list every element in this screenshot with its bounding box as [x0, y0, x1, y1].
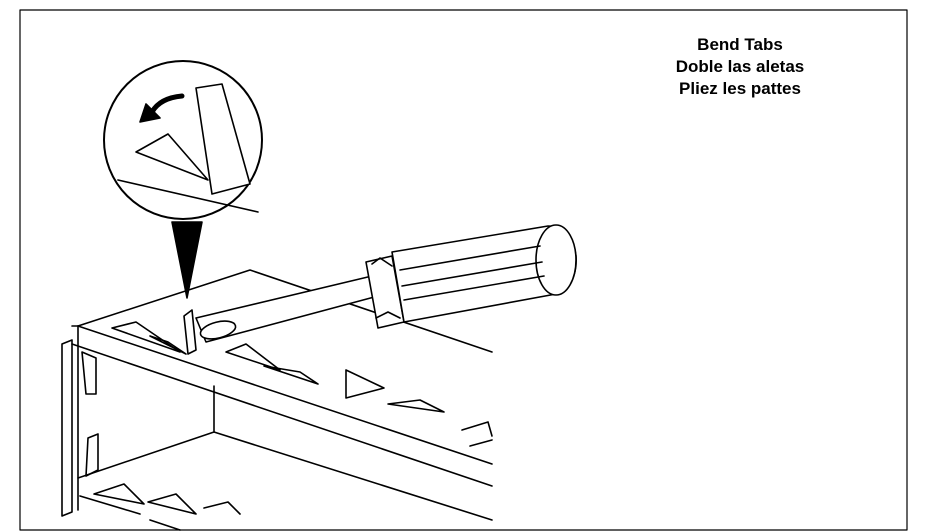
screwdriver-tip-highlight	[199, 320, 237, 340]
enclosure-left-front-edge	[71, 325, 79, 511]
enclosure-box	[61, 269, 493, 531]
left-panel-tab	[81, 351, 97, 395]
screwdriver-handle-grooves	[399, 245, 545, 301]
callout-bent-tab	[195, 83, 251, 195]
caption-spanish: Doble las aletas	[675, 57, 805, 76]
top-tab	[469, 439, 493, 447]
bottom-tab	[203, 501, 241, 515]
screwdriver-handle-end	[535, 224, 577, 296]
bent-top-tab	[183, 309, 197, 355]
top-tab	[461, 421, 493, 437]
bottom-tab	[147, 493, 197, 515]
enclosure-inner-floor	[77, 431, 493, 521]
top-tab	[111, 321, 181, 353]
left-panel-tab	[85, 433, 99, 477]
enclosure-front-lower-edge	[71, 343, 493, 487]
magnifier-callout	[103, 60, 263, 299]
enclosure-front-top-edge	[77, 325, 493, 465]
caption-french: Pliez les pattes	[679, 79, 801, 98]
bottom-tab	[93, 483, 145, 505]
top-tab	[345, 369, 385, 399]
callout-tab-slot	[135, 133, 209, 181]
instruction-caption: Bend Tabs Doble las aletas Pliez les pat…	[610, 34, 870, 100]
callout-pointer	[171, 221, 203, 299]
screwdriver-icon	[195, 224, 577, 343]
caption-english: Bend Tabs	[697, 35, 783, 54]
enclosure-bottom-edge	[79, 495, 181, 531]
top-tab	[149, 335, 187, 355]
bend-arrow-icon	[139, 93, 185, 123]
diagram-border	[19, 9, 908, 531]
top-tab	[225, 343, 281, 371]
top-tab	[387, 399, 445, 413]
top-tab	[263, 365, 319, 385]
callout-edge-line	[117, 179, 259, 213]
screwdriver-handle-ridge	[371, 257, 401, 319]
enclosure-left-panel	[61, 339, 73, 517]
enclosure-top-surface	[77, 269, 493, 353]
